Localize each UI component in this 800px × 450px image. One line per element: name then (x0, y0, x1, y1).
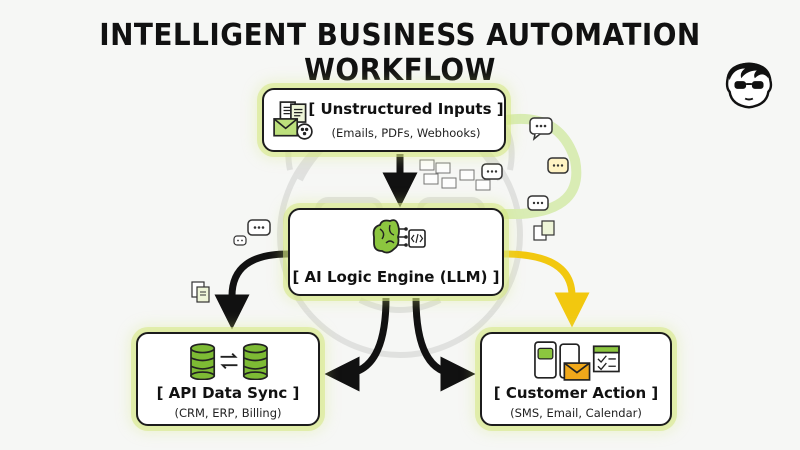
inputs-subtitle: (Emails, PDFs, Webhooks) (331, 126, 481, 140)
customer-subtitle: (SMS, Email, Calendar) (510, 406, 642, 420)
arrow-engine-to-api-lower (324, 297, 390, 392)
chat-bubble-icon (529, 117, 553, 141)
node-customer-action: [ Customer Action ] (SMS, Email, Calenda… (480, 332, 672, 426)
arrow-engine-to-customer-lower (412, 297, 476, 392)
chat-bubble-icon (247, 219, 271, 236)
chat-bubble-icon (233, 235, 247, 246)
inputs-title: [ Unstructured Inputs ] (308, 100, 504, 118)
document-stack-icon (191, 281, 210, 303)
api-subtitle: (CRM, ERP, Billing) (174, 406, 282, 420)
chart-doc-icon (533, 220, 555, 241)
engine-title: [ AI Logic Engine (LLM) ] (292, 268, 500, 286)
page-title: INTELLIGENT BUSINESS AUTOMATION WORKFLOW (99, 18, 701, 88)
brain-circuit-code-icon (372, 219, 426, 254)
node-unstructured-inputs: [ Unstructured Inputs ] (Emails, PDFs, W… (262, 88, 506, 152)
code-doc-icon (419, 159, 491, 191)
node-api-data-sync: [ API Data Sync ] (CRM, ERP, Billing) (136, 332, 320, 426)
chat-bubble-icon (527, 195, 549, 211)
documents-email-webhook-icon (273, 101, 313, 140)
arrow-engine-to-customer-yellow (503, 250, 590, 328)
node-ai-logic-engine: [ AI Logic Engine (LLM) ] (288, 208, 504, 296)
customer-title: [ Customer Action ] (493, 384, 659, 402)
api-title: [ API Data Sync ] (156, 384, 300, 402)
phone-email-calendar-icon (534, 341, 620, 381)
database-sync-icon (190, 343, 268, 380)
chat-bubble-icon (481, 163, 503, 180)
arrow-engine-to-api (214, 250, 289, 330)
chat-bubble-icon (547, 157, 569, 174)
avatar (725, 62, 773, 109)
